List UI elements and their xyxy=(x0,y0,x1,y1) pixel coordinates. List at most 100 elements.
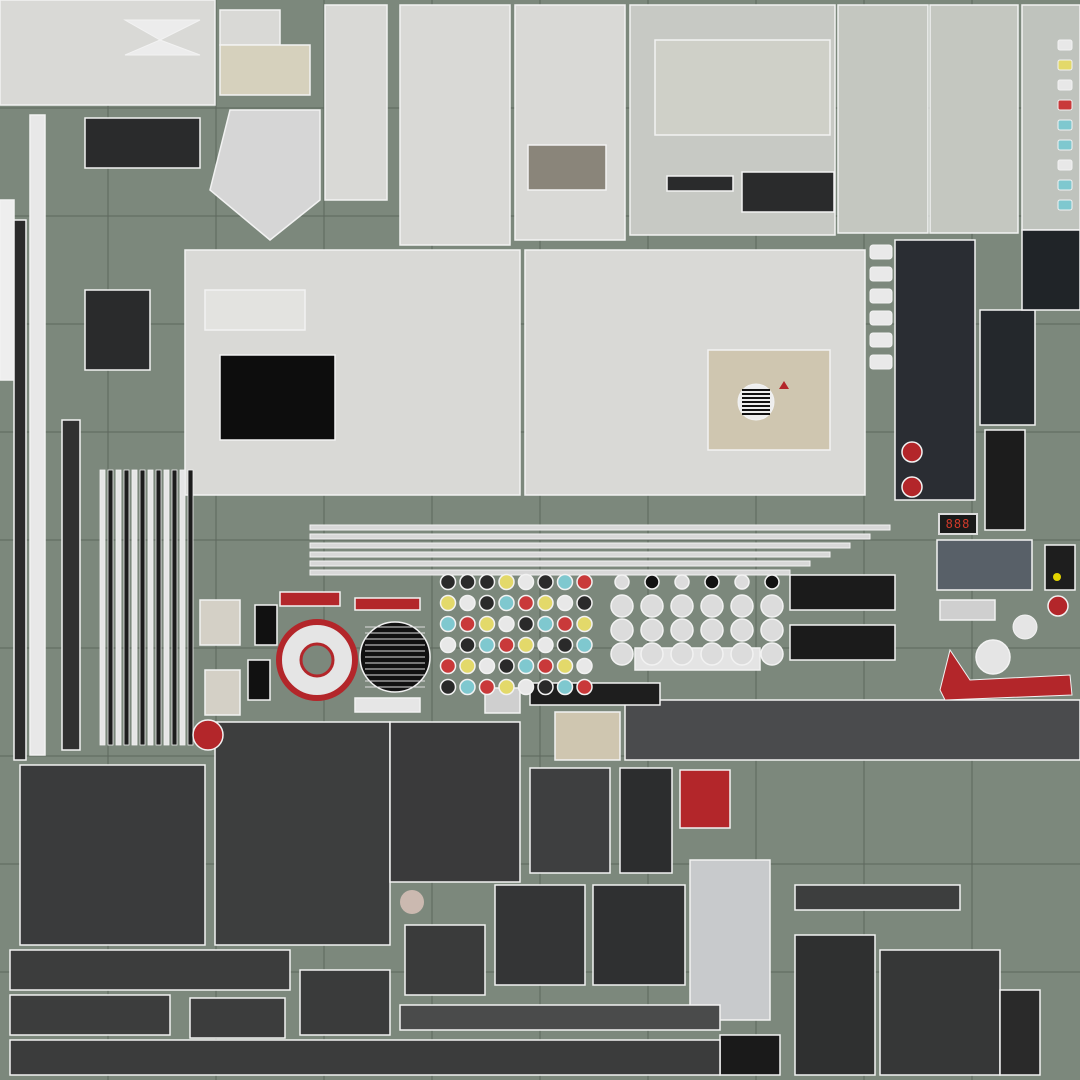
indicator-button xyxy=(1057,79,1073,91)
knob-button xyxy=(734,574,750,590)
left-tall-strip xyxy=(29,114,46,756)
black-bracket xyxy=(254,604,278,646)
control-button xyxy=(498,657,515,675)
button-column-panel xyxy=(1021,4,1080,231)
control-button xyxy=(517,657,535,675)
knob-button xyxy=(610,642,634,666)
control-button xyxy=(556,594,574,612)
seat-belt-strip xyxy=(155,469,162,746)
control-button xyxy=(537,636,554,654)
vent-strip xyxy=(939,599,996,621)
glass-panel xyxy=(527,144,607,191)
red-part xyxy=(679,769,731,829)
small-panel xyxy=(219,9,281,46)
side-wall-panel xyxy=(929,4,1019,234)
control-button xyxy=(498,678,515,696)
small-cushion-panel xyxy=(299,969,391,1036)
knob-button xyxy=(760,594,784,618)
knob-button xyxy=(670,642,694,666)
control-button xyxy=(517,636,535,654)
control-button xyxy=(556,636,574,654)
red-seat-trim xyxy=(939,648,1073,701)
control-button xyxy=(439,678,457,696)
side-wall-panel xyxy=(837,4,929,234)
speaker-center xyxy=(299,642,335,678)
small-panel xyxy=(354,697,421,713)
knob-button xyxy=(704,574,720,590)
side-button xyxy=(869,266,893,282)
bottom-strip xyxy=(9,949,291,991)
bowtie-panel xyxy=(123,19,201,56)
red-trim xyxy=(354,597,421,611)
control-button xyxy=(439,657,457,675)
knob-button xyxy=(640,594,664,618)
black-bracket xyxy=(247,659,271,701)
beige-label xyxy=(554,711,621,761)
left-dark-strip xyxy=(13,219,27,761)
knob-button xyxy=(640,618,664,642)
knob-button xyxy=(700,642,724,666)
bracket-panel xyxy=(199,599,241,646)
knob-button xyxy=(670,594,694,618)
side-button xyxy=(869,332,893,348)
seat-belt-strip xyxy=(123,469,130,746)
control-button xyxy=(478,594,496,612)
red-dial xyxy=(901,441,923,463)
dark-strip xyxy=(666,175,734,192)
knob-button xyxy=(700,594,724,618)
switch-cluster xyxy=(84,289,151,371)
round-vent xyxy=(975,639,1011,675)
yellow-indicator-light xyxy=(1053,573,1061,581)
door-panel xyxy=(399,4,511,246)
indicator-button xyxy=(1057,139,1073,151)
bottom-strip xyxy=(399,1004,721,1031)
side-button xyxy=(869,288,893,304)
control-button xyxy=(576,615,593,633)
seat-belt-strip xyxy=(147,469,154,746)
knob-button xyxy=(730,642,754,666)
indicator-button xyxy=(1057,159,1073,171)
knob-button xyxy=(640,642,664,666)
seat-belt-strip xyxy=(99,469,106,746)
control-button xyxy=(517,678,535,696)
seat-lower-panel xyxy=(494,884,586,986)
knob-button xyxy=(730,594,754,618)
knob-button xyxy=(670,618,694,642)
round-cap xyxy=(400,890,424,914)
knob-button xyxy=(644,574,660,590)
control-button xyxy=(517,573,535,591)
warning-label-panel xyxy=(219,44,311,96)
control-button xyxy=(459,615,476,633)
red-button xyxy=(1047,595,1069,617)
control-button xyxy=(537,678,554,696)
trim-rail xyxy=(309,551,831,558)
side-button xyxy=(869,310,893,326)
knob-button xyxy=(610,618,634,642)
small-cushion-panel xyxy=(404,924,486,996)
control-button xyxy=(556,678,574,696)
indicator-button xyxy=(1057,99,1073,111)
trim-rail xyxy=(309,524,891,531)
control-button xyxy=(576,573,593,591)
digital-readout-display: 888 xyxy=(938,513,978,535)
control-button xyxy=(498,573,515,591)
control-button xyxy=(576,678,593,696)
seat-belt-strip xyxy=(187,469,194,746)
trim-rail xyxy=(309,542,851,549)
control-button xyxy=(556,615,574,633)
angled-panel xyxy=(209,109,321,241)
red-knob xyxy=(192,719,224,751)
indicator-button xyxy=(1057,199,1073,211)
dashboard-strip xyxy=(624,699,1080,761)
side-panel xyxy=(514,4,626,241)
radio-panel xyxy=(936,539,1033,591)
seat-belt-strip xyxy=(163,469,170,746)
knob-button xyxy=(760,642,784,666)
seat-belt-strip xyxy=(131,469,138,746)
control-button xyxy=(439,573,457,591)
bracket-panel xyxy=(204,669,241,716)
left-dark-strip-2 xyxy=(61,419,81,751)
knob-button xyxy=(610,594,634,618)
bottom-strip xyxy=(9,994,171,1036)
